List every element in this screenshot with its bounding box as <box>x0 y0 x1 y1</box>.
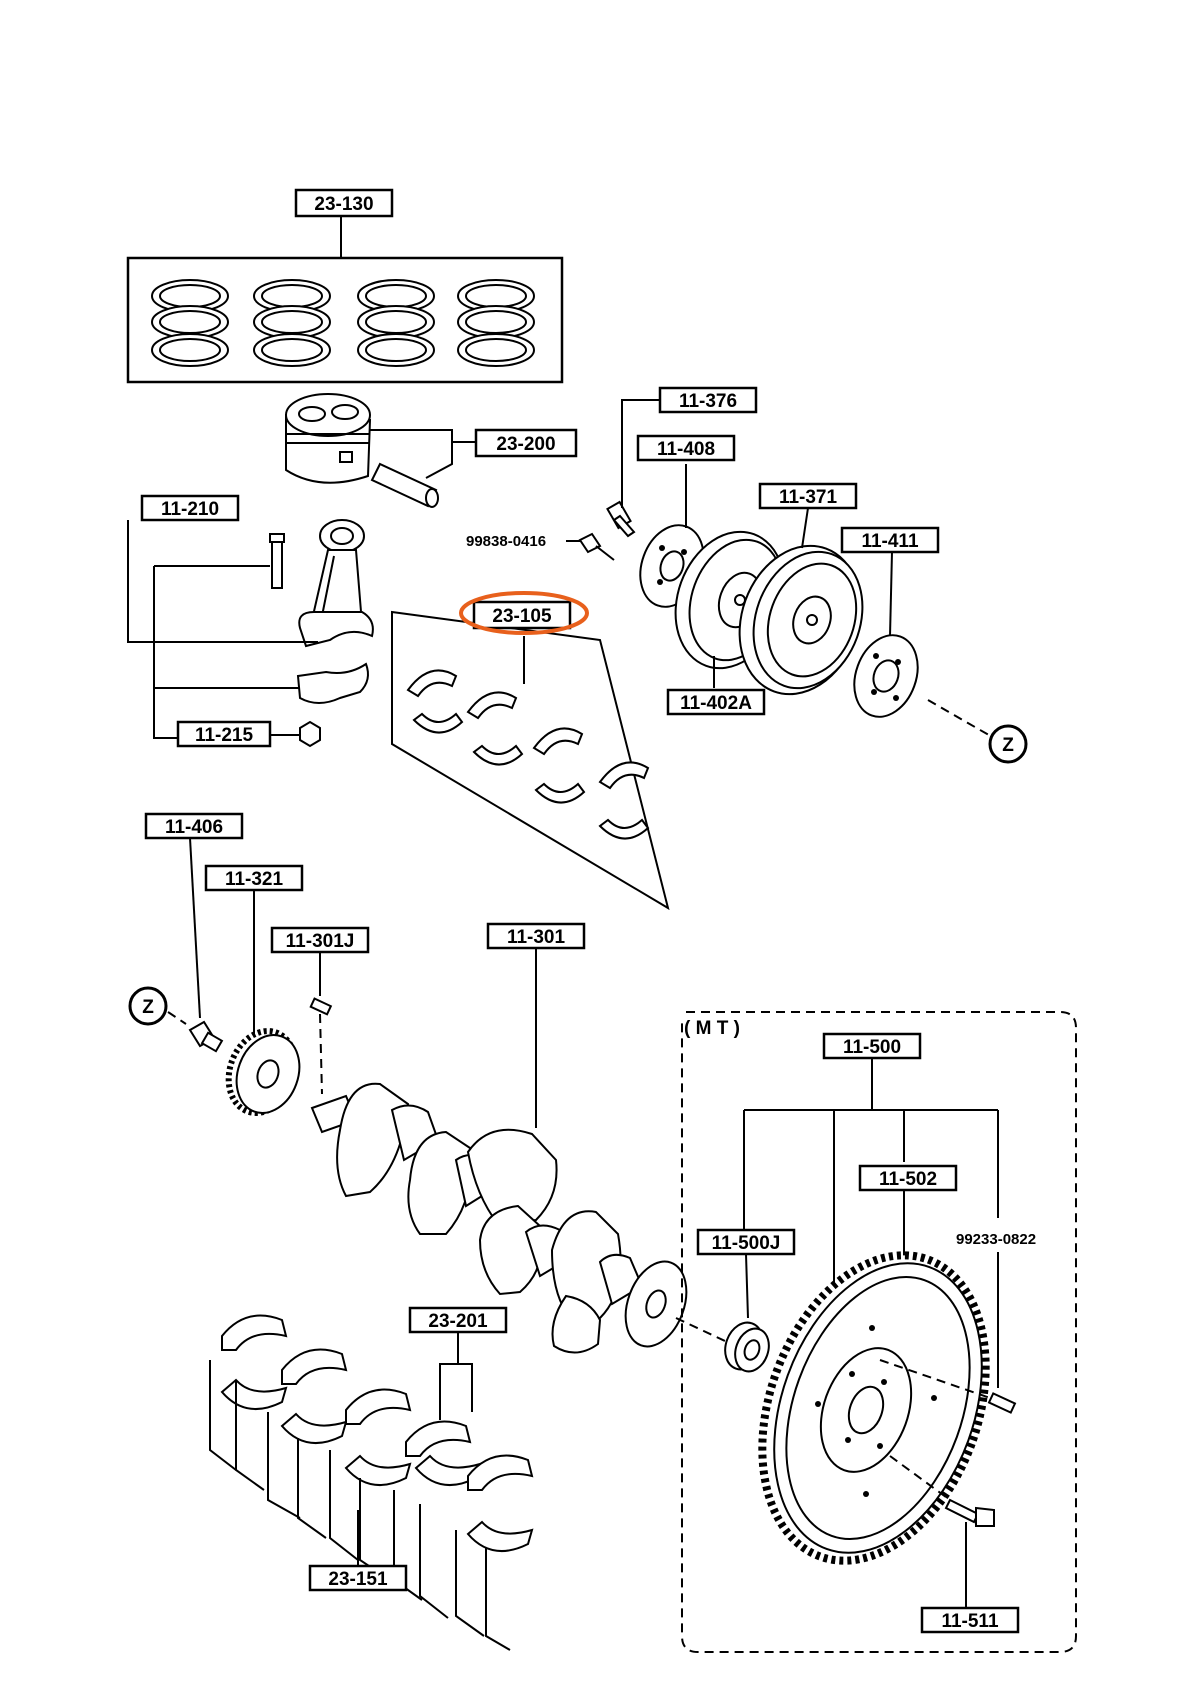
piston-pin <box>370 462 439 508</box>
svg-text:( M T ): ( M T ) <box>684 1018 740 1039</box>
piston <box>285 393 439 508</box>
rod-nut <box>299 720 321 748</box>
svg-text:11-500J: 11-500J <box>712 1233 781 1254</box>
flywheel-bolt <box>944 1498 995 1527</box>
label-11-408[interactable]: 11-408 <box>636 434 736 462</box>
svg-text:11-301: 11-301 <box>507 927 566 948</box>
svg-text:11-411: 11-411 <box>861 531 918 552</box>
rod-bolt <box>269 533 285 589</box>
svg-text:23-105: 23-105 <box>492 606 552 627</box>
label-11-406[interactable]: 11-406 <box>144 812 244 840</box>
label-11-215[interactable]: 11-215 <box>176 720 272 748</box>
label-11-500[interactable]: 11-500 <box>822 1032 922 1060</box>
label-99838-0416[interactable]: 99838-0416 <box>466 533 546 550</box>
bearing-shell-pair-3 <box>532 727 586 804</box>
z-marker-left: Z <box>128 986 168 1026</box>
label-11-301j[interactable]: 11-301J <box>270 926 370 954</box>
label-23-151[interactable]: 23-151 <box>308 1564 408 1592</box>
pilot-bearing <box>724 1321 770 1373</box>
pulley-11-371 <box>738 544 864 696</box>
bearing-shell-pair-4 <box>598 761 650 840</box>
highlight-ring <box>459 591 589 635</box>
svg-text:11-321: 11-321 <box>225 869 284 890</box>
label-11-500j[interactable]: 11-500J <box>696 1228 796 1256</box>
label-99233-0822[interactable]: 99233-0822 <box>956 1231 1036 1248</box>
svg-text:23-201: 23-201 <box>428 1311 488 1332</box>
label-11-321[interactable]: 11-321 <box>204 864 304 892</box>
svg-text:11-210: 11-210 <box>161 499 219 520</box>
rod-bearing-set <box>391 610 670 911</box>
connecting-rod <box>269 519 374 748</box>
label-11-371[interactable]: 11-371 <box>758 482 858 510</box>
bearing-shell-pair-2 <box>466 691 524 766</box>
svg-text:11-402A: 11-402A <box>680 693 752 714</box>
piston-rings-2 <box>253 279 331 367</box>
svg-text:11-301J: 11-301J <box>286 931 355 952</box>
label-23-200[interactable]: 23-200 <box>474 428 578 458</box>
timing-gear <box>225 1028 301 1116</box>
z-marker-top: Z <box>988 724 1028 764</box>
piston-ring-set <box>126 214 564 384</box>
piston-rings-4 <box>457 279 535 367</box>
svg-text:11-376: 11-376 <box>679 391 737 412</box>
mt-group-box: ( M T ) <box>681 1011 1077 1653</box>
pulley-bolt-11-376 <box>606 500 636 538</box>
crankshaft <box>310 1082 688 1354</box>
label-11-301[interactable]: 11-301 <box>486 922 586 950</box>
svg-text:11-406: 11-406 <box>165 817 223 838</box>
svg-text:11-511: 11-511 <box>941 1611 998 1632</box>
pulley-group <box>578 500 919 718</box>
bearing-shell-pair-1 <box>406 669 464 734</box>
piston-rings-3 <box>357 279 435 367</box>
svg-text:23-151: 23-151 <box>328 1569 388 1590</box>
svg-text:11-502: 11-502 <box>879 1169 937 1190</box>
screw-99838-0416 <box>578 532 615 561</box>
svg-text:Z: Z <box>142 997 154 1018</box>
label-11-502[interactable]: 11-502 <box>858 1164 958 1192</box>
svg-text:11-215: 11-215 <box>195 725 254 746</box>
woodruff-key <box>309 997 333 1016</box>
label-11-210[interactable]: 11-210 <box>140 494 240 522</box>
label-23-105[interactable]: 23-105 <box>472 600 572 630</box>
label-11-402a[interactable]: 11-402A <box>666 688 766 716</box>
label-11-376[interactable]: 11-376 <box>658 386 758 414</box>
gear-bolt <box>188 1020 224 1053</box>
svg-text:11-371: 11-371 <box>779 487 838 508</box>
label-11-511[interactable]: 11-511 <box>920 1606 1020 1634</box>
main-bearing-set <box>209 1314 534 1651</box>
svg-text:11-500: 11-500 <box>843 1037 901 1058</box>
label-23-130[interactable]: 23-130 <box>294 188 394 218</box>
svg-text:11-408: 11-408 <box>657 439 715 460</box>
svg-text:23-200: 23-200 <box>496 434 555 455</box>
plate-11-411 <box>853 634 919 718</box>
piston-rings-1 <box>151 279 229 367</box>
label-23-201[interactable]: 23-201 <box>408 1306 508 1334</box>
svg-text:23-130: 23-130 <box>314 194 373 215</box>
label-11-411[interactable]: 11-411 <box>840 526 940 554</box>
dowel-pin <box>987 1392 1017 1414</box>
flywheel <box>758 1251 990 1565</box>
svg-text:Z: Z <box>1002 735 1014 756</box>
